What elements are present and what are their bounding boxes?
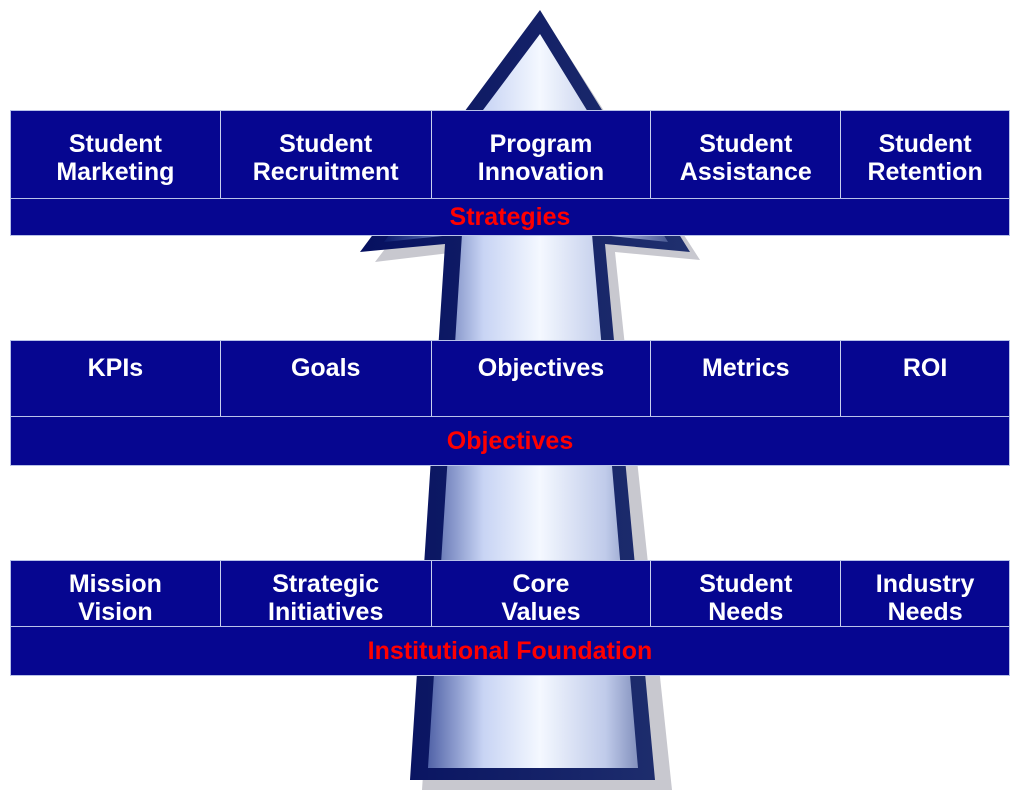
cell-kpis: KPIs xyxy=(87,353,144,382)
divider xyxy=(430,341,432,416)
institutional-foundation-band: Mission Vision Strategic Initiatives Cor… xyxy=(10,560,1010,676)
divider xyxy=(650,111,652,198)
foundation-cells: Mission Vision Strategic Initiatives Cor… xyxy=(10,560,1010,626)
divider xyxy=(219,561,221,626)
cell-industry-needs: Industry Needs xyxy=(875,569,975,626)
cell-roi: ROI xyxy=(902,353,948,382)
cell-program-innovation: Program Innovation xyxy=(477,129,605,186)
objectives-band: KPIs Goals Objectives Metrics ROI Object… xyxy=(10,340,1010,466)
divider xyxy=(840,561,842,626)
band-label-institutional-foundation: Institutional Foundation xyxy=(10,626,1010,676)
cell-objectives: Objectives xyxy=(477,353,605,382)
objectives-cells: KPIs Goals Objectives Metrics ROI xyxy=(10,340,1010,416)
divider xyxy=(840,111,842,198)
divider xyxy=(219,341,221,416)
band-label-strategies: Strategies xyxy=(10,198,1010,236)
cell-goals: Goals xyxy=(290,353,361,382)
cell-student-needs: Student Needs xyxy=(699,569,793,626)
cell-mission-vision: Mission Vision xyxy=(68,569,162,626)
cell-student-assistance: Student Assistance xyxy=(679,129,812,186)
divider xyxy=(840,341,842,416)
cell-student-retention: Student Retention xyxy=(867,129,983,186)
divider xyxy=(430,111,432,198)
strategies-band: Student Marketing Student Recruitment Pr… xyxy=(10,110,1010,236)
cell-core-values: Core Values xyxy=(501,569,581,626)
divider xyxy=(430,561,432,626)
strategies-cells: Student Marketing Student Recruitment Pr… xyxy=(10,110,1010,198)
band-label-objectives: Objectives xyxy=(10,416,1010,466)
divider xyxy=(219,111,221,198)
cell-student-recruitment: Student Recruitment xyxy=(252,129,399,186)
divider xyxy=(650,341,652,416)
cell-student-marketing: Student Marketing xyxy=(56,129,175,186)
cell-strategic-initiatives: Strategic Initiatives xyxy=(268,569,384,626)
divider xyxy=(650,561,652,626)
cell-metrics: Metrics xyxy=(702,353,790,382)
